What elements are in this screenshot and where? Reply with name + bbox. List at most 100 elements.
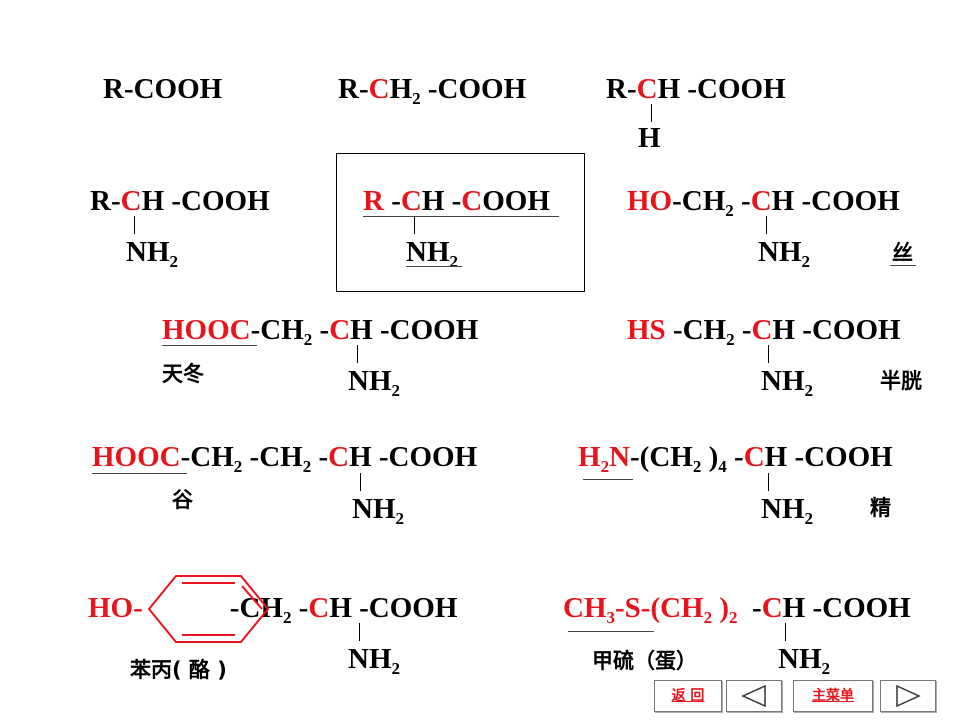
bond-amino-8 bbox=[768, 345, 769, 363]
formula-segment: - bbox=[312, 314, 330, 346]
underline-highlighted-acid bbox=[363, 216, 559, 217]
subscript: 2 bbox=[729, 608, 738, 627]
formula-segment: C bbox=[461, 185, 483, 217]
subscript: 4 bbox=[718, 457, 727, 476]
formula-segment: R- bbox=[338, 73, 369, 105]
formula-segment: H -COOH bbox=[782, 592, 911, 624]
formula-segment: -CH bbox=[242, 441, 303, 473]
formula-segment: H -COOH bbox=[764, 441, 893, 473]
formula-segment: H -COOH bbox=[350, 314, 479, 346]
benzene-ring-icon bbox=[147, 575, 270, 643]
subscript: 2 bbox=[804, 381, 814, 400]
formula-segment: H -COOH bbox=[349, 441, 478, 473]
formula-segment: H bbox=[638, 122, 661, 154]
formula-segment: R bbox=[363, 185, 384, 217]
formula-segment: H -COOH bbox=[657, 73, 786, 105]
subscript: 2 bbox=[725, 201, 734, 220]
formula-carboxylic-acid: R-COOH bbox=[103, 75, 222, 104]
formula-segment: ) bbox=[712, 592, 730, 624]
formula-segment: -(CH bbox=[630, 441, 693, 473]
formula-amino-acid-general: R-CH -COOH bbox=[90, 187, 270, 216]
formula-segment: C bbox=[751, 314, 773, 346]
bond-amino-7 bbox=[357, 345, 358, 363]
formula-segment: - bbox=[733, 185, 751, 217]
formula-segment: - bbox=[291, 592, 309, 624]
substituent-nh2-aspartic: NH2 bbox=[348, 365, 400, 401]
formula-segment: -CH bbox=[665, 314, 727, 346]
subscript: 2 bbox=[169, 252, 179, 271]
formula-segment: -COOH bbox=[420, 73, 527, 105]
formula-segment: -CH bbox=[250, 314, 304, 346]
formula-segment: - bbox=[311, 441, 329, 473]
formula-segment: HO- bbox=[88, 592, 143, 624]
back-button[interactable]: 返 回 bbox=[654, 680, 722, 712]
formula-segment: - bbox=[737, 592, 762, 624]
triangle-right-icon bbox=[896, 684, 921, 708]
formula-segment: H -COOH bbox=[771, 185, 900, 217]
label-tyrosine: 苯丙( 酪 ) bbox=[130, 658, 227, 682]
formula-segment: C bbox=[308, 592, 330, 624]
substituent-nh2-serine: NH2 bbox=[758, 236, 810, 272]
formula-segment: NH bbox=[348, 643, 392, 675]
formula-segment: C bbox=[329, 314, 351, 346]
formula-segment: -CH bbox=[229, 592, 283, 624]
previous-button[interactable] bbox=[726, 680, 782, 712]
next-button[interactable] bbox=[880, 680, 936, 712]
formula-segment: OOH bbox=[482, 185, 550, 217]
formula-amino-acid-highlighted: R -CH -COOH bbox=[363, 187, 550, 216]
bond-alpha-h bbox=[651, 104, 652, 122]
formula-segment: NH bbox=[352, 493, 396, 525]
formula-segment: HO bbox=[627, 185, 673, 217]
formula-segment: NH bbox=[758, 236, 802, 268]
formula-segment: C bbox=[120, 185, 142, 217]
formula-segment: NH bbox=[348, 365, 392, 397]
formula-segment: HOOC bbox=[162, 314, 251, 346]
formula-segment: H - bbox=[421, 185, 462, 217]
subscript: 2 bbox=[821, 659, 831, 678]
formula-aspartic-acid: HOOC-CH2 -CH -COOH bbox=[162, 314, 479, 350]
formula-serine: HO-CH2 -CH -COOH bbox=[627, 185, 900, 221]
bond-amino-12 bbox=[785, 623, 786, 641]
highlight-box bbox=[336, 153, 585, 292]
formula-segment: NH bbox=[126, 236, 170, 268]
formula-segment: C bbox=[636, 73, 658, 105]
subscript: 2 bbox=[391, 659, 401, 678]
subscript: 2 bbox=[600, 457, 610, 476]
formula-segment: CH bbox=[563, 592, 607, 624]
formula-segment: - bbox=[726, 441, 744, 473]
formula-segment: H bbox=[389, 73, 413, 105]
substituent-nh2-glutamic: NH2 bbox=[352, 493, 405, 529]
formula-segment: C bbox=[761, 592, 783, 624]
underline-glutamic-hooc bbox=[92, 473, 187, 474]
main-menu-button[interactable]: 主菜单 bbox=[793, 680, 873, 712]
subscript: 3 bbox=[606, 608, 616, 627]
subscript: 2 bbox=[412, 89, 421, 108]
substituent-nh2-methionine: NH2 bbox=[778, 645, 831, 679]
subscript: 2 bbox=[233, 457, 243, 476]
subscript: 2 bbox=[395, 509, 405, 528]
formula-segment: HOOC bbox=[92, 441, 181, 473]
formula-arginine: H2N-(CH2 )4 -CH -COOH bbox=[578, 441, 893, 477]
underline-methionine bbox=[568, 631, 654, 632]
formula-segment: -CH bbox=[180, 441, 234, 473]
formula-segment: HS bbox=[627, 314, 666, 346]
formula-segment: C bbox=[368, 73, 390, 105]
formula-segment: - bbox=[383, 185, 401, 217]
substituent-nh2-arginine: NH2 bbox=[761, 493, 813, 529]
formula-segment: -S-(CH bbox=[615, 592, 704, 624]
underline-highlighted-nh2 bbox=[406, 266, 462, 267]
bond-amino-4 bbox=[134, 216, 135, 234]
substituent-nh2-cysteine: NH2 bbox=[761, 367, 814, 401]
formula-segment: - bbox=[734, 314, 752, 346]
formula-segment: H -COOH bbox=[141, 185, 270, 217]
formula-segment: N bbox=[609, 441, 631, 473]
formula-alkyl-acetic-acid: R-CH2 -COOH bbox=[338, 73, 527, 109]
formula-segment: NH bbox=[761, 493, 805, 525]
subscript: 2 bbox=[692, 457, 702, 476]
bond-amino-10 bbox=[768, 473, 769, 491]
label-cysteine: 半胱 bbox=[880, 369, 922, 393]
label-aspartic-acid: 天冬 bbox=[162, 362, 204, 386]
bond-amino-6 bbox=[766, 216, 767, 234]
formula-segment: C bbox=[750, 185, 772, 217]
